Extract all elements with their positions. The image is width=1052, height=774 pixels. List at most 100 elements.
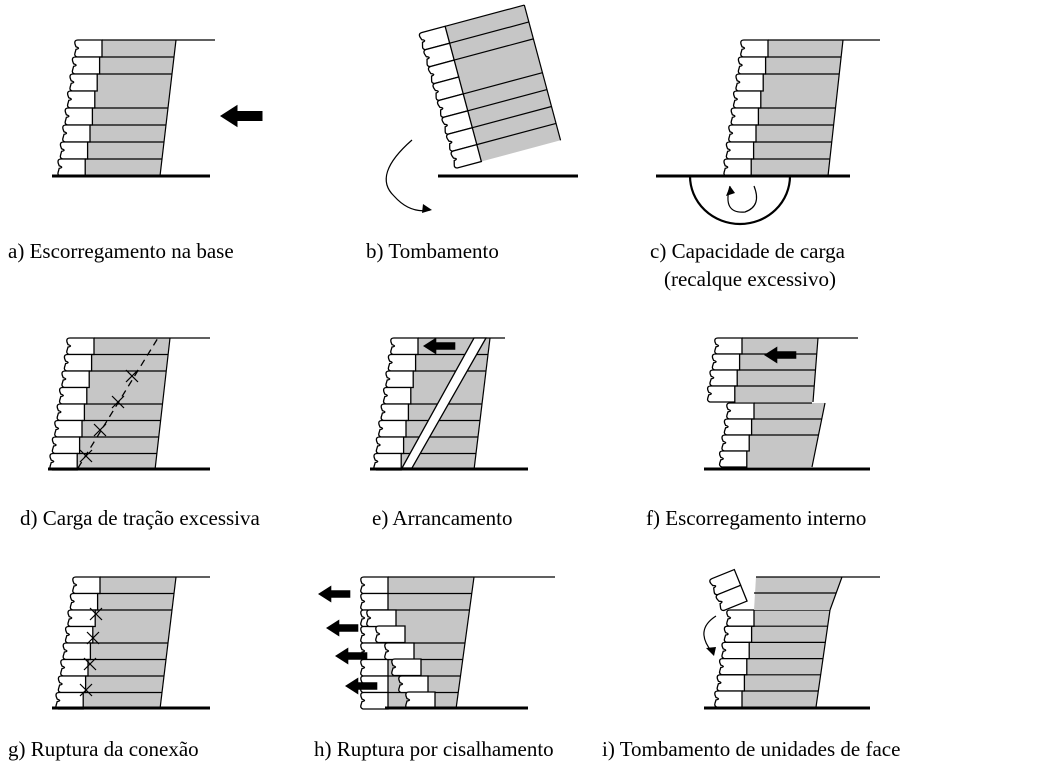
rotation-arrow (727, 185, 758, 213)
facing-block (71, 56, 101, 75)
failure-surface (77, 337, 159, 469)
facing-block (390, 337, 419, 356)
facing-block (66, 337, 95, 356)
facing-block (366, 609, 397, 628)
facing-block (726, 402, 755, 420)
facing-block (723, 158, 752, 177)
facing-block (387, 353, 417, 372)
rotation-arrowhead (706, 647, 716, 656)
facing-block (418, 25, 451, 51)
facing-block (450, 143, 483, 169)
facing-block (732, 90, 762, 109)
load-arrow (335, 647, 368, 665)
caption-b: b) Tombamento (366, 239, 499, 263)
failure-wedge-gap (400, 337, 488, 469)
facing-block (63, 353, 93, 372)
ground-surface-top (444, 4, 525, 27)
caption-g: g) Ruptura da conexão (8, 737, 199, 761)
facing-block (57, 675, 87, 694)
facing-block (62, 642, 92, 661)
panel-i-facing-toppling (703, 568, 880, 710)
facing-block (391, 658, 422, 677)
facing-block (721, 641, 750, 660)
facing-block (360, 658, 389, 677)
tilted-wall (418, 4, 562, 169)
facing-block (360, 592, 389, 611)
facing-block (56, 403, 86, 422)
load-arrow (326, 619, 359, 637)
facing-block (709, 369, 738, 387)
cross-mark (125, 369, 139, 383)
facing-block (378, 419, 407, 438)
cross-mark (89, 607, 103, 621)
facing-block (706, 385, 736, 403)
facing-block (64, 107, 94, 126)
facing-block (718, 657, 748, 676)
cross-mark (93, 423, 107, 437)
panel-e-pullout (370, 337, 528, 471)
facing-block (423, 42, 455, 68)
facing-block (385, 370, 414, 389)
facing-block (59, 141, 89, 160)
caption-c: c) Capacidade de carga (650, 239, 845, 263)
load-arrow (423, 337, 456, 355)
facing-block (72, 576, 101, 595)
facing-block (718, 450, 748, 468)
panel-b-overturning (385, 4, 578, 213)
reinforcement-layer (454, 38, 534, 61)
facing-block (714, 337, 743, 355)
facing-block (714, 690, 743, 708)
facing-block (740, 39, 769, 58)
caption-e: e) Arrancamento (372, 506, 513, 530)
facing-block (360, 576, 389, 595)
caption-a: a) Escorregamento na base (8, 239, 234, 263)
cross-mark (111, 395, 125, 409)
caption-c-line2: (recalque excessivo) (664, 267, 836, 291)
facing-block (427, 59, 460, 85)
load-arrow (764, 346, 797, 364)
panel-h-shear-failure (318, 576, 555, 710)
caption-f: f) Escorregamento interno (646, 506, 867, 530)
facing-block (380, 403, 410, 422)
facing-block (735, 73, 764, 92)
facing-block (60, 658, 89, 677)
facing-block (445, 126, 478, 152)
facing-block (62, 124, 91, 143)
cross-mark (86, 631, 100, 645)
facing-block (66, 90, 96, 109)
cross-mark (79, 683, 93, 697)
facing-block (398, 675, 429, 694)
panel-a-base-sliding (52, 39, 263, 178)
facing-block (64, 625, 94, 644)
facing-block (58, 386, 88, 405)
reinforcement-layer (472, 105, 552, 129)
facing-block (375, 625, 406, 644)
facing-block (737, 56, 767, 75)
caption-h: h) Ruptura por cisalhamento (314, 737, 554, 761)
reinforcement-layer (467, 89, 548, 112)
facing-block (382, 386, 412, 405)
slip-circle (688, 175, 792, 226)
facing-block (69, 592, 99, 611)
caption-d: d) Carga de tração excessiva (20, 506, 260, 530)
toppled-blocks (709, 568, 748, 612)
facing-block (405, 691, 436, 710)
facing-block (360, 691, 389, 710)
facing-block (723, 625, 753, 644)
facing-block (69, 73, 98, 92)
reinforcement-layer (449, 21, 530, 44)
facing-block (61, 370, 90, 389)
facing-block (716, 674, 746, 692)
panel-c-bearing-capacity (656, 39, 880, 226)
rotation-arrowhead (422, 204, 432, 213)
facing-block (728, 124, 757, 143)
facing-block (711, 353, 741, 371)
facing-block (384, 642, 415, 661)
facing-block (51, 436, 81, 455)
panel-d-excessive-tension (48, 337, 210, 471)
facing-block (441, 110, 474, 135)
facing-block (723, 418, 753, 436)
facing-block (726, 609, 755, 627)
panel-f-internal-sliding (704, 337, 870, 471)
